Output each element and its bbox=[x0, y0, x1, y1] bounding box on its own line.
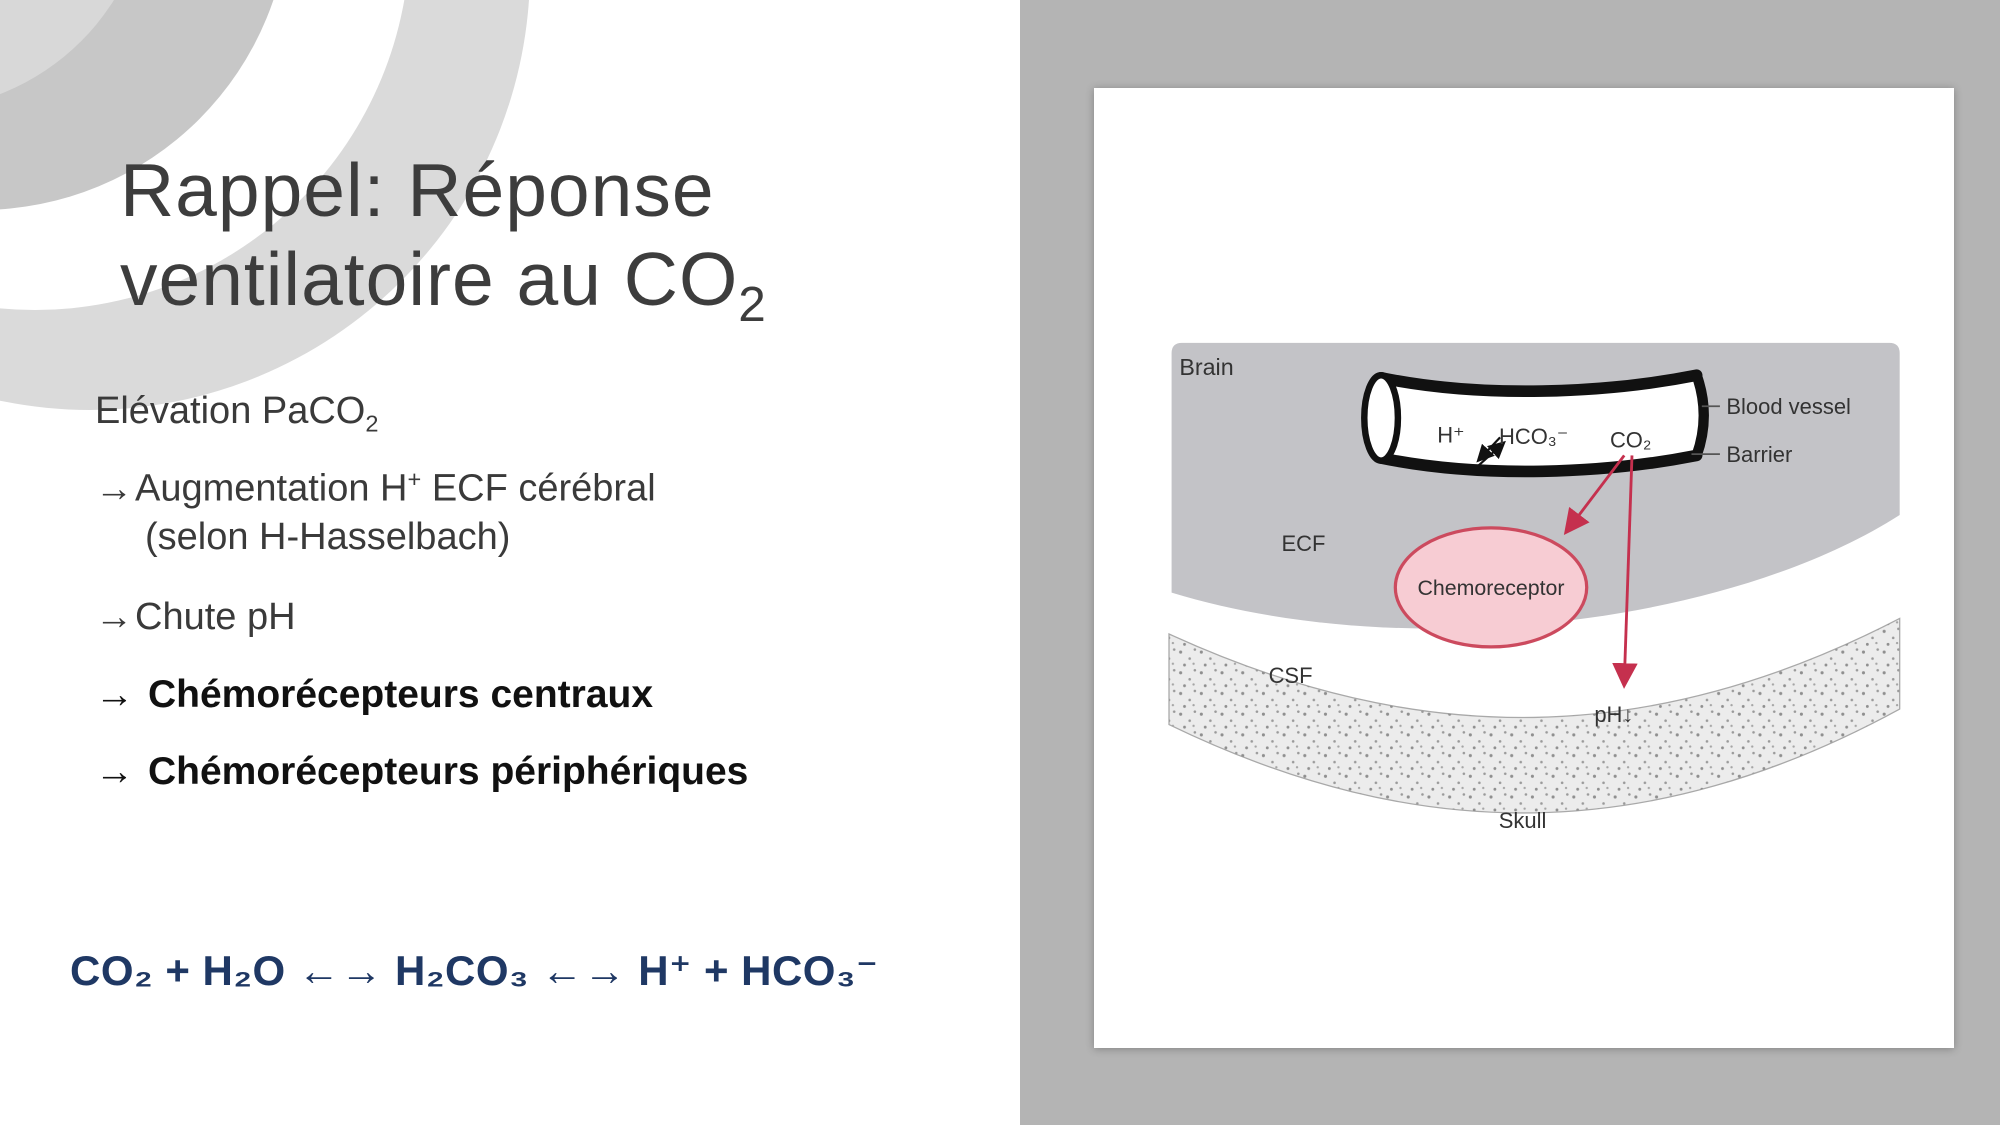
title-line2: ventilatoire au CO2 bbox=[120, 235, 767, 334]
figure-background-panel: Chemoreceptor Brain H⁺ HCO₃⁻ CO₂ Blood v… bbox=[1020, 0, 2000, 1125]
subscript: 2 bbox=[365, 410, 379, 437]
figure-panel: Chemoreceptor Brain H⁺ HCO₃⁻ CO₂ Blood v… bbox=[1094, 88, 1954, 1048]
skull-label: Skull bbox=[1499, 808, 1547, 833]
arrow-icon: → bbox=[95, 749, 134, 793]
slide-title: Rappel: Réponse ventilatoire au CO2 bbox=[120, 146, 767, 334]
title-co2-subscript: 2 bbox=[738, 276, 767, 332]
bullet-chemoreceptors-central: → Chémorécepteurs centraux bbox=[95, 670, 995, 719]
bullet-text: Chémorécepteurs périphériques bbox=[148, 749, 749, 793]
bullet-continuation: (selon H-Hasselbach) bbox=[145, 515, 511, 558]
blood-vessel-end-cap bbox=[1691, 370, 1709, 461]
blood-vessel-wall-top bbox=[1375, 369, 1703, 398]
chemoreceptor-ellipse bbox=[1393, 526, 1589, 649]
bullet-augmentation-h-ecf: →Augmentation H+ ECF cérébral (selon H-H… bbox=[95, 465, 995, 561]
brain-label: Brain bbox=[1179, 354, 1233, 380]
vessel-co2-label: CO₂ bbox=[1610, 428, 1651, 453]
blood-vessel-wall-bottom bbox=[1375, 449, 1703, 478]
bullet-chute-ph: →Chute pH bbox=[95, 594, 995, 642]
bullet-text: Chute pH bbox=[135, 595, 296, 638]
ion-exchange-arrow bbox=[1476, 440, 1506, 468]
superscript: + bbox=[407, 466, 422, 493]
blood-vessel-lumen bbox=[1381, 375, 1704, 472]
csf-label: CSF bbox=[1269, 663, 1313, 688]
co2-to-chemoreceptor-arrow bbox=[1563, 454, 1626, 536]
bullet-text: Chémorécepteurs centraux bbox=[148, 672, 654, 716]
vessel-hco3-label: HCO₃⁻ bbox=[1499, 424, 1568, 449]
brain-region bbox=[1171, 342, 1900, 629]
co2-equilibrium-equation: CO₂ + H₂O ←→ H₂CO₃ ←→ H⁺ + HCO₃⁻ bbox=[70, 947, 879, 994]
blood-vessel-label: Blood vessel bbox=[1726, 394, 1851, 419]
bullet-list: Elévation PaCO2 →Augmentation H+ ECF cér… bbox=[95, 388, 995, 822]
bullet-text: Elévation PaCO bbox=[95, 390, 366, 432]
ph-label: pH↓ bbox=[1594, 702, 1633, 727]
bullet-text: ECF cérébral bbox=[421, 467, 656, 510]
bullet-text: Augmentation H bbox=[135, 467, 408, 510]
title-line1: Rappel: Réponse bbox=[120, 148, 715, 232]
blood-vessel-opening bbox=[1361, 371, 1402, 464]
title-line2-text: ventilatoire au CO bbox=[120, 236, 739, 321]
chemoreceptor-label: Chemoreceptor bbox=[1418, 576, 1565, 600]
ecf-label: ECF bbox=[1282, 531, 1326, 556]
skull-band-texture bbox=[1169, 618, 1900, 813]
central-chemoreceptor-figure: Chemoreceptor Brain H⁺ HCO₃⁻ CO₂ Blood v… bbox=[1168, 342, 1901, 833]
barrier-label: Barrier bbox=[1726, 442, 1792, 467]
bullet-chemoreceptors-peripheral: → Chémorécepteurs périphériques bbox=[95, 747, 995, 796]
bullet-elevation-paco2: Elévation PaCO2 bbox=[95, 388, 995, 439]
arrow-icon: → bbox=[95, 595, 133, 638]
arrow-icon: → bbox=[95, 467, 133, 510]
co2-to-ph-arrow bbox=[1612, 455, 1638, 689]
vessel-h-label: H⁺ bbox=[1437, 422, 1464, 447]
arrow-icon: → bbox=[95, 672, 134, 716]
